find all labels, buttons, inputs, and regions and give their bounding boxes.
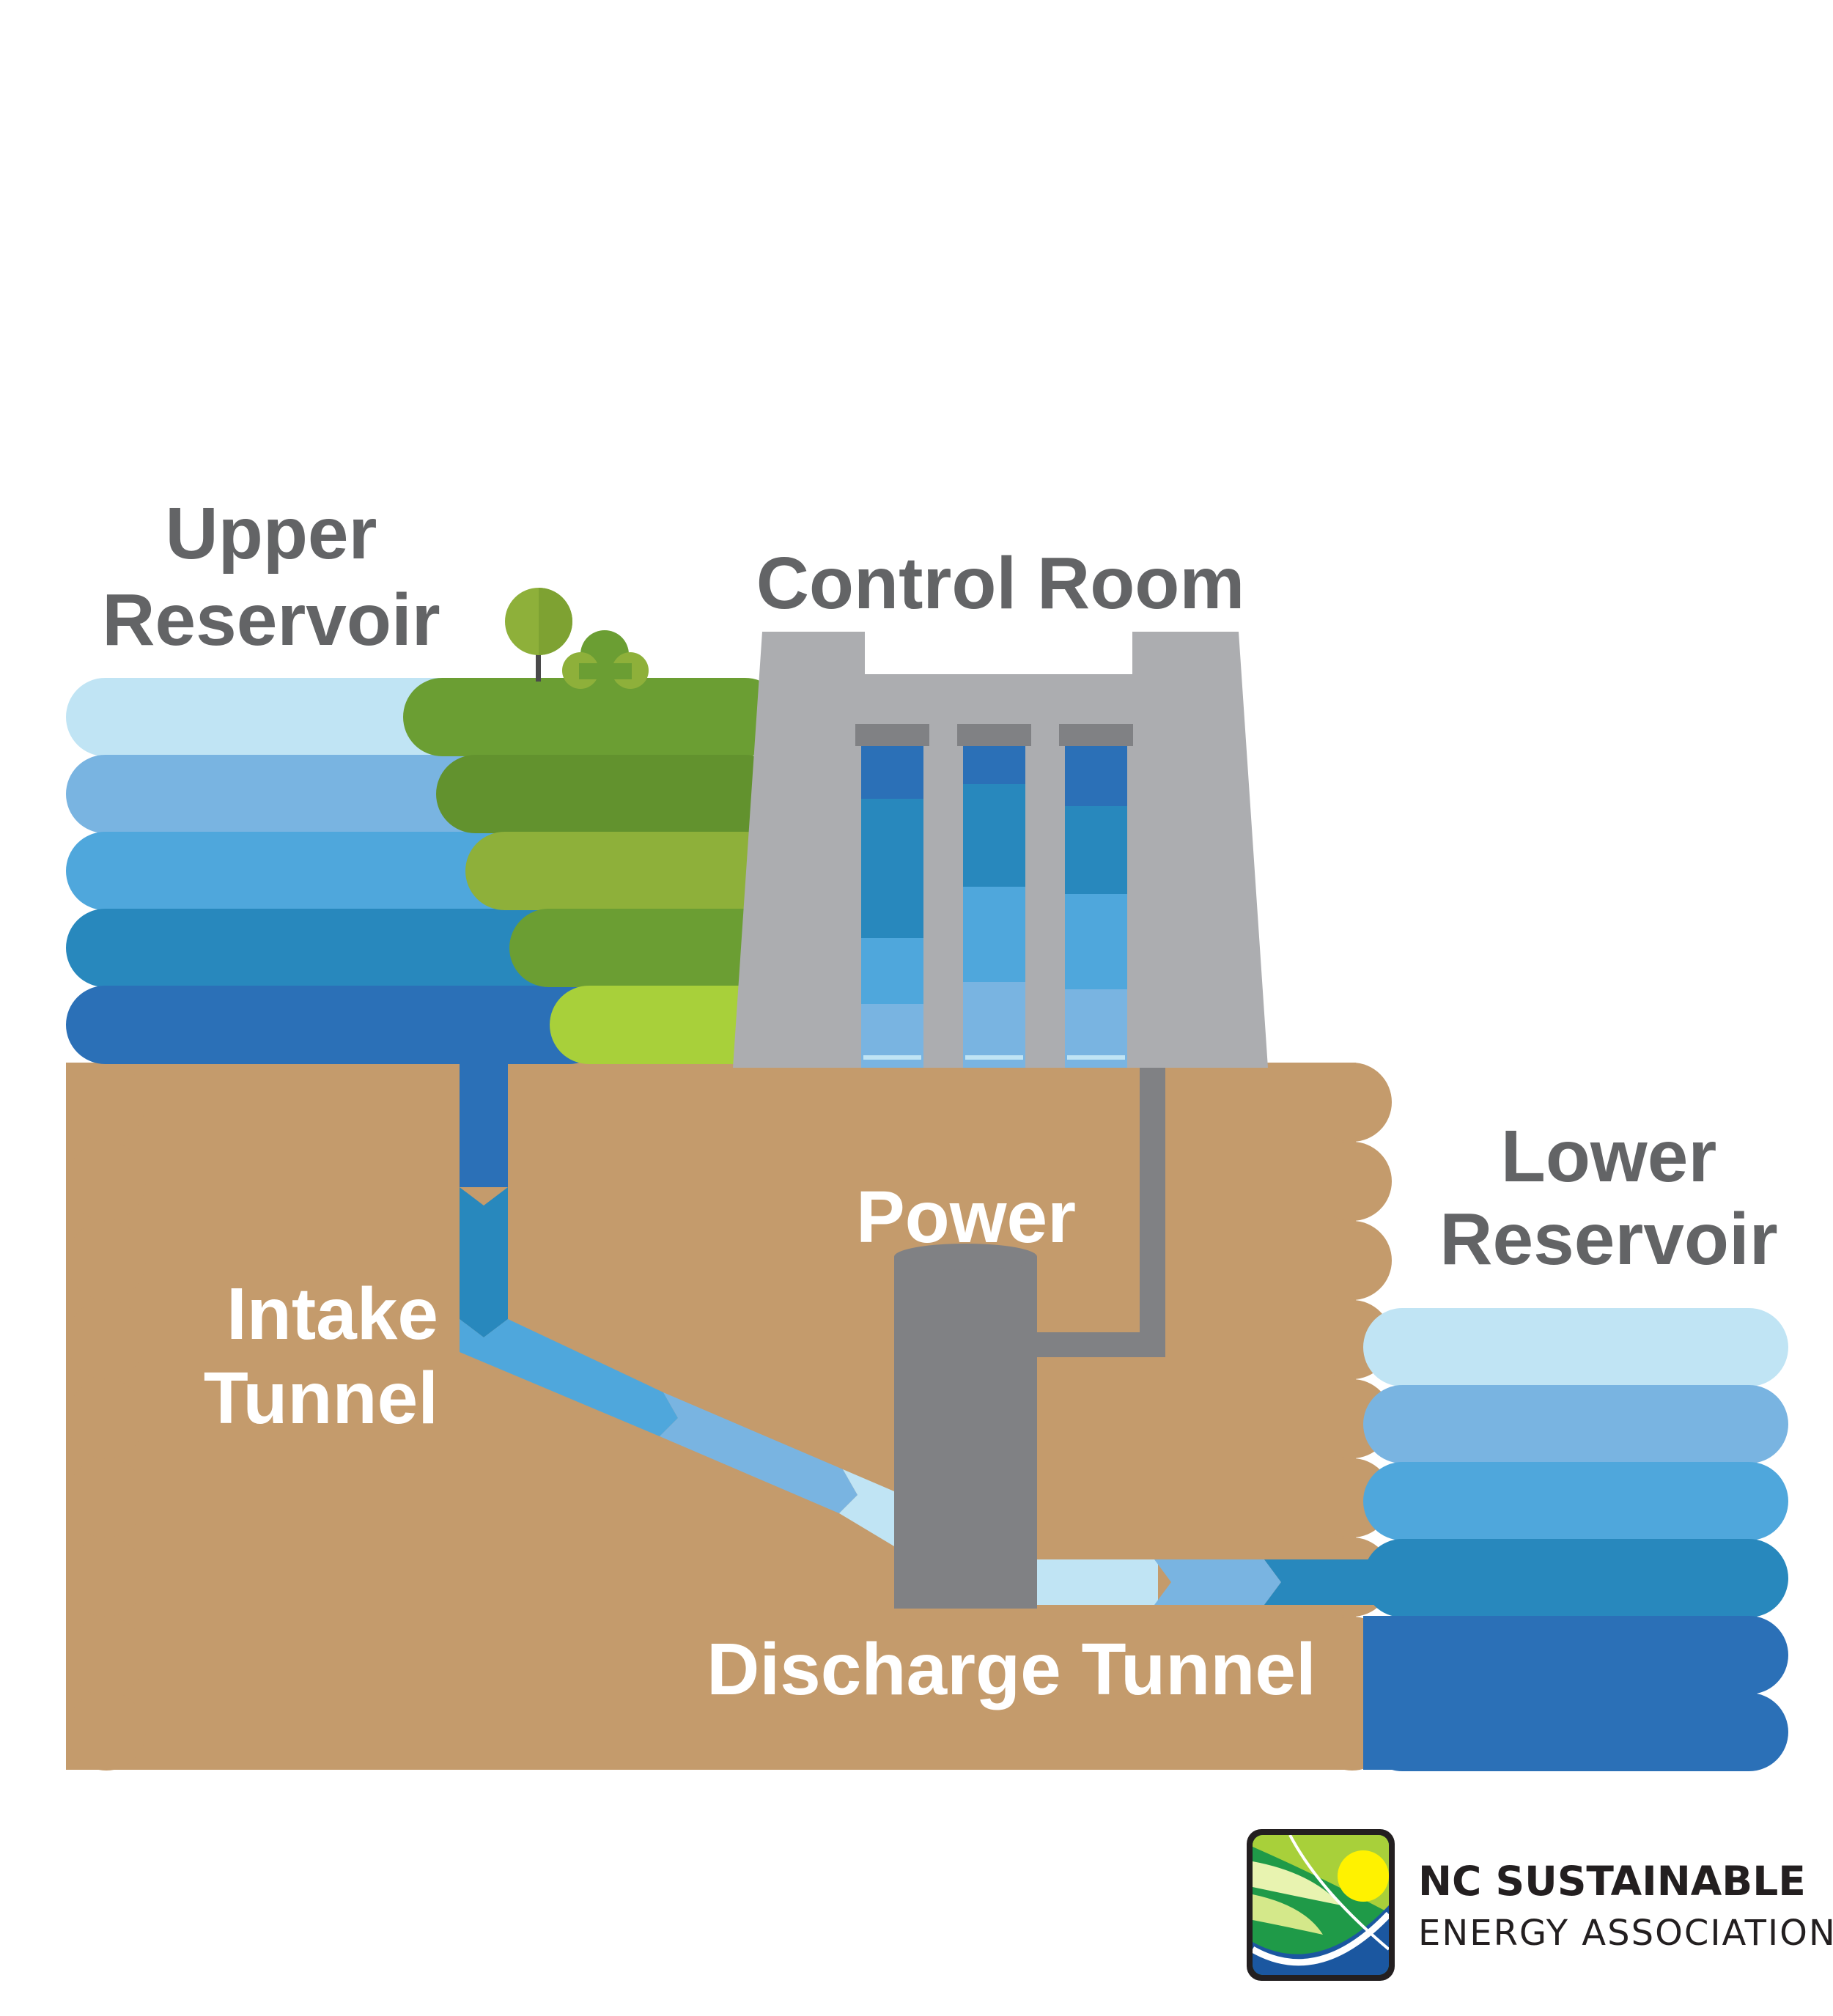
powerhouse [894,1068,1165,1609]
spillway-channel [1059,724,1133,1068]
control-room-label: Control Room [756,542,1245,624]
power-label: Power [856,1176,1076,1258]
logo-line2: ENERGY ASSOCIATION [1418,1913,1833,1954]
dam-control-room [733,632,1268,1068]
spillway-channel [957,724,1031,1068]
discharge-tunnel [1037,1559,1393,1605]
intake-tunnel [460,1063,894,1546]
intake-tunnel-label: Tunnel [204,1357,438,1439]
intake-tunnel-label: Intake [226,1273,438,1355]
ncsea-logo: NC SUSTAINABLE ENERGY ASSOCIATION [1247,1829,1833,1981]
discharge-tunnel-label: Discharge Tunnel [707,1628,1316,1710]
upper-reservoir-water [66,678,608,1064]
lower-reservoir-label: Reservoir [1439,1198,1777,1280]
lower-reservoir-label: Lower [1501,1115,1716,1197]
grass-hill [403,678,784,1064]
spillway-channel [855,724,929,1068]
logo-line1: NC SUSTAINABLE [1418,1858,1806,1905]
lower-reservoir-water [1363,1308,1788,1771]
ncsea-emblem [1247,1829,1395,1981]
upper-reservoir-label: Reservoir [102,579,440,661]
trees [505,588,649,689]
upper-reservoir-label: Upper [166,492,377,575]
